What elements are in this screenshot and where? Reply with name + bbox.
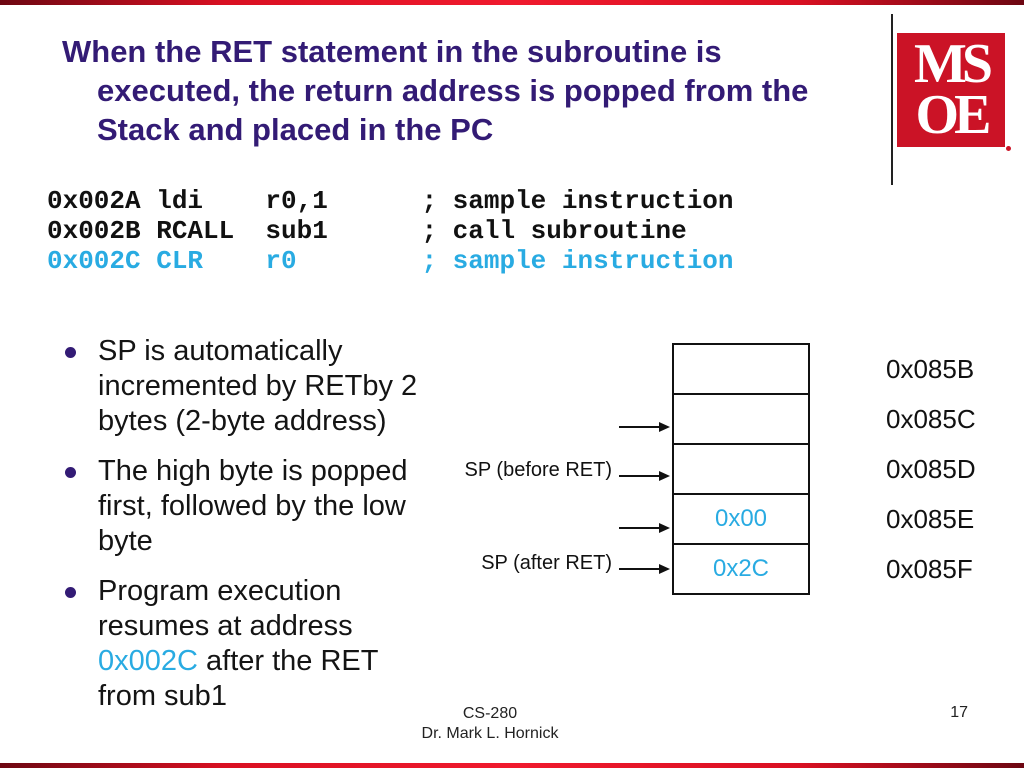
stack-cell-value: 0x2C	[712, 555, 770, 582]
arrow-shaft	[619, 475, 659, 477]
msoe-logo: MS OE	[897, 33, 1005, 147]
title-line: Stack and placed in the PC	[97, 112, 494, 147]
stack-cell: 0x2C	[674, 545, 808, 593]
bullet-line: SP is automatically	[98, 334, 492, 369]
stack-table: 0x00 0x2C	[672, 343, 810, 595]
address-label: 0x085E	[886, 504, 975, 534]
code-line: 0x002C CLR r0 ; sample instruction	[47, 246, 734, 276]
title-line: When the RET statement in the subroutine…	[62, 34, 722, 69]
bullet-line: resumes at address	[98, 609, 492, 644]
bullet-dot-icon	[65, 347, 76, 358]
bottom-pinstripe	[0, 763, 1024, 768]
bullet-line: Program execution	[98, 574, 492, 609]
right-arrow-icon	[619, 471, 670, 481]
sp-pointer-label: SP (after RET)	[481, 551, 612, 574]
address-label: 0x085F	[886, 554, 973, 584]
text-run: The high byte is popped	[98, 455, 408, 487]
text-run: resumes at address	[98, 610, 353, 642]
arrow-head	[659, 523, 670, 533]
text-run: SP is automatically	[98, 335, 343, 367]
bullet-line: byte	[98, 524, 492, 559]
stack-cell	[674, 445, 808, 495]
bullet-line: 0x002C after the RET	[98, 644, 492, 679]
footer-author: Dr. Mark L. Hornick	[421, 725, 559, 742]
arrow-head	[659, 471, 670, 481]
title-line: executed, the return address is popped f…	[97, 73, 809, 108]
bullet-dot-icon	[65, 467, 76, 478]
text-run: Program execution	[98, 575, 342, 607]
address-label: 0x085D	[886, 454, 976, 484]
bullet-line: incremented by RETby 2	[98, 369, 492, 404]
stack-cell	[674, 345, 808, 395]
bullet-line: The high byte is popped	[98, 454, 492, 489]
code-line: 0x002B RCALL sub1 ; call subroutine	[47, 216, 687, 246]
page-number: 17	[950, 704, 968, 721]
bullet-line: from sub1	[98, 679, 492, 714]
slide-title: When the RET statement in the subroutine…	[62, 32, 892, 149]
text-run: first, followed by the low	[98, 490, 406, 522]
registered-mark-dot	[1006, 146, 1011, 151]
arrow-shaft	[619, 527, 659, 529]
right-arrow-icon	[619, 564, 670, 574]
text-run: bytes (2-byte address)	[98, 405, 387, 437]
arrow-head	[659, 422, 670, 432]
top-pinstripe	[0, 0, 1024, 5]
sp-pointer	[619, 420, 670, 434]
arrow-shaft	[619, 426, 659, 428]
right-arrow-icon	[619, 523, 670, 533]
sp-pointer: SP (before RET)	[465, 459, 670, 483]
code-line: 0x002A ldi r0,1 ; sample instruction	[47, 186, 734, 216]
bullet-line: bytes (2-byte address)	[98, 404, 492, 439]
sp-pointer	[619, 521, 670, 535]
logo-text-oe: OE	[915, 84, 992, 146]
text-run: from sub1	[98, 680, 227, 712]
logo-text-ms: MS	[914, 33, 993, 95]
sp-pointer: SP (after RET)	[481, 552, 670, 576]
arrow-head	[659, 564, 670, 574]
stack-cell: 0x00	[674, 495, 808, 545]
address-label: 0x085C	[886, 404, 976, 434]
text-run: incremented by RETby 2	[98, 370, 418, 402]
sp-pointer-label: SP (before RET)	[464, 458, 612, 481]
text-run: 0x002C	[98, 645, 198, 677]
text-run: after the RET	[197, 645, 379, 677]
bullet-line: first, followed by the low	[98, 489, 492, 524]
header-divider-line	[891, 14, 893, 185]
bullet-dot-icon	[65, 587, 76, 598]
right-arrow-icon	[619, 422, 670, 432]
address-label: 0x085B	[886, 354, 975, 384]
stack-cell-value: 0x00	[714, 505, 768, 532]
text-run: byte	[98, 525, 153, 557]
stack-cell	[674, 395, 808, 445]
footer: CS-280 Dr. Mark L. Hornick	[290, 704, 690, 744]
footer-course: CS-280	[462, 705, 518, 722]
arrow-shaft	[619, 568, 659, 570]
